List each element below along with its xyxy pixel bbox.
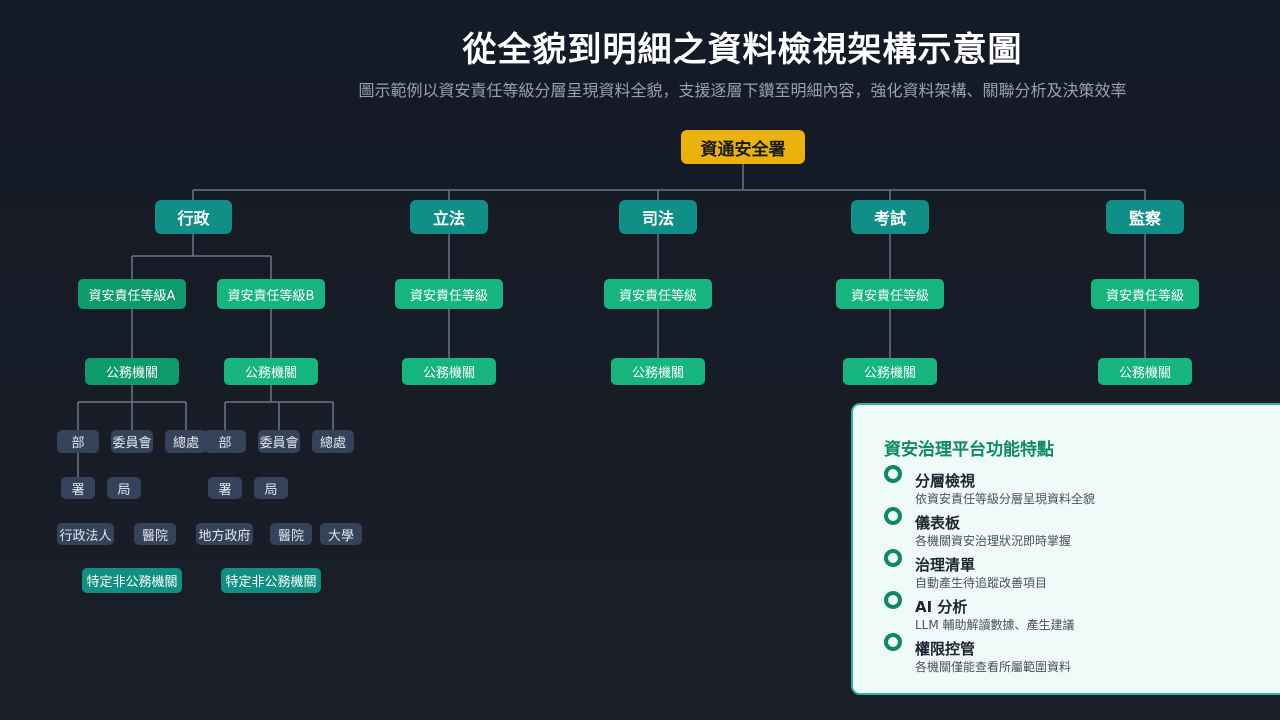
node-branch-control[interactable]: 監察 <box>1106 200 1184 234</box>
circle-bullet-icon <box>884 549 902 567</box>
node-agency-examination[interactable]: 公務機關 <box>843 358 937 385</box>
feature-desc: 依資安責任等級分層呈現資料全貌 <box>915 492 1096 506</box>
node-level-b[interactable]: 資安責任等級B <box>217 279 325 309</box>
node-special-b[interactable]: 特定非公務機關 <box>221 568 321 593</box>
feature-title: 治理清單 <box>915 556 976 574</box>
node-branch-judicial[interactable]: 司法 <box>619 200 697 234</box>
node-local-government[interactable]: 地方政府 <box>196 523 253 545</box>
circle-bullet-icon <box>884 633 902 651</box>
node-hospital-b[interactable]: 醫院 <box>270 523 312 545</box>
node-agency-legislative[interactable]: 公務機關 <box>402 358 496 385</box>
node-agency-b[interactable]: 公務機關 <box>224 358 318 385</box>
node-hospital-a[interactable]: 醫院 <box>134 523 176 545</box>
circle-bullet-icon <box>884 507 902 525</box>
node-special-a[interactable]: 特定非公務機關 <box>82 568 182 593</box>
feature-desc: 各機關僅能查看所屬範圍資料 <box>915 660 1072 674</box>
node-unit-ministry-a[interactable]: 部 <box>57 430 99 453</box>
circle-bullet-icon <box>884 465 902 483</box>
node-university[interactable]: 大學 <box>320 523 362 545</box>
node-branch-examination[interactable]: 考試 <box>851 200 929 234</box>
node-unit-committee-b[interactable]: 委員會 <box>258 430 300 453</box>
feature-title: 分層檢視 <box>915 472 976 490</box>
node-unit-office-a[interactable]: 總處 <box>165 430 207 453</box>
feature-desc: 各機關資安治理狀況即時掌握 <box>915 534 1072 548</box>
node-agency-judicial[interactable]: 公務機關 <box>611 358 705 385</box>
node-level-judicial[interactable]: 資安責任等級 <box>604 279 712 309</box>
circle-bullet-icon <box>884 591 902 609</box>
node-subunit-administration-a[interactable]: 署 <box>61 477 95 499</box>
feature-title: 權限控管 <box>915 640 976 658</box>
node-unit-committee-a[interactable]: 委員會 <box>111 430 153 453</box>
node-level-a[interactable]: 資安責任等級A <box>78 279 186 309</box>
page-title: 從全貌到明細之資料檢視架構示意圖 <box>462 30 1023 70</box>
feature-desc: 自動產生待追蹤改善項目 <box>915 576 1048 590</box>
node-admin-corporation[interactable]: 行政法人 <box>57 523 114 545</box>
features-panel: 資安治理平台功能特點 分層檢視 依資安責任等級分層呈現資料全貌 儀表板 各機關資… <box>851 403 1280 695</box>
node-level-legislative[interactable]: 資安責任等級 <box>395 279 503 309</box>
node-subunit-bureau-b[interactable]: 局 <box>254 477 288 499</box>
node-unit-office-b[interactable]: 總處 <box>312 430 354 453</box>
node-level-control[interactable]: 資安責任等級 <box>1091 279 1199 309</box>
node-unit-ministry-b[interactable]: 部 <box>204 430 246 453</box>
node-branch-executive[interactable]: 行政 <box>155 200 232 234</box>
node-root[interactable]: 資通安全署 <box>681 130 805 164</box>
feature-title: 儀表板 <box>915 514 961 532</box>
node-subunit-administration-b[interactable]: 署 <box>208 477 242 499</box>
feature-desc: LLM 輔助解讀數據、產生建議 <box>915 618 1075 632</box>
feature-title: AI 分析 <box>915 598 968 616</box>
page-subtitle: 圖示範例以資安責任等級分層呈現資料全貌，支援逐層下鑽至明細內容，強化資料架構、關… <box>358 81 1127 100</box>
features-title: 資安治理平台功能特點 <box>884 440 1054 460</box>
node-branch-legislative[interactable]: 立法 <box>410 200 488 234</box>
node-agency-a[interactable]: 公務機關 <box>85 358 179 385</box>
node-agency-control[interactable]: 公務機關 <box>1098 358 1192 385</box>
node-level-examination[interactable]: 資安責任等級 <box>836 279 944 309</box>
node-subunit-bureau-a[interactable]: 局 <box>107 477 141 499</box>
